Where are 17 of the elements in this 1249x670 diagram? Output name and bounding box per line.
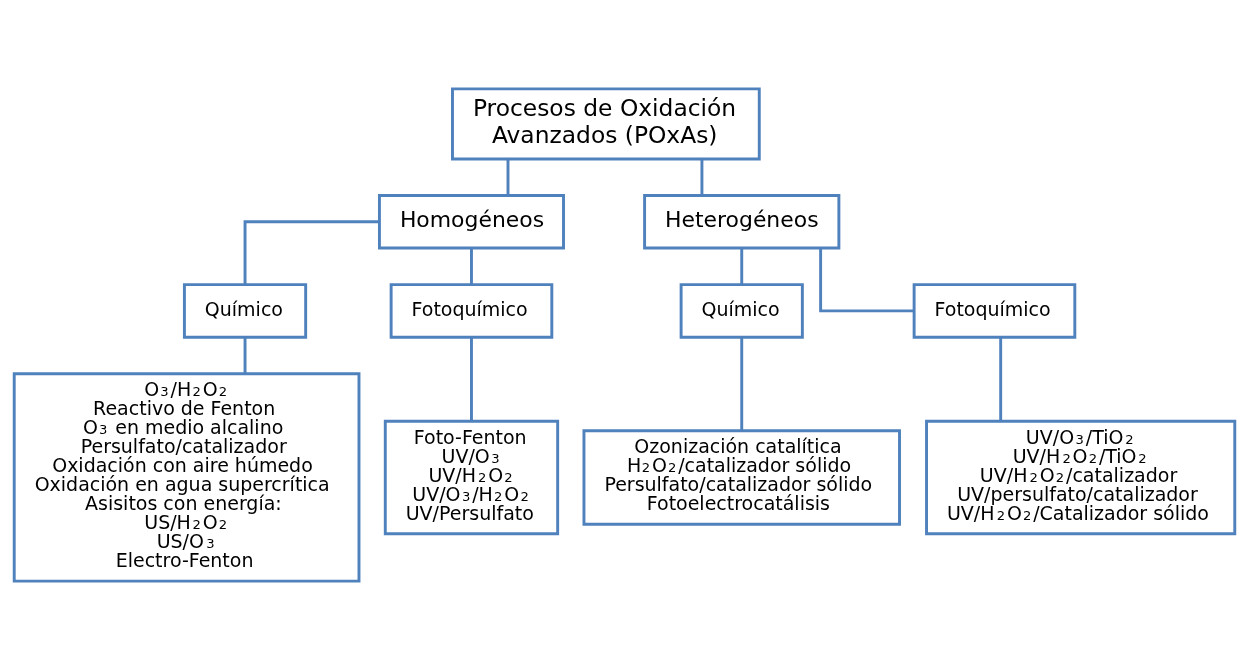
connector: [740, 248, 744, 285]
node-box: Procesos de Oxidación Avanzados (POxAs): [451, 87, 761, 161]
connector: [506, 159, 510, 196]
node-box: Homogéneos: [378, 194, 565, 250]
node-box: Heterogéneos: [643, 194, 841, 250]
connector: [243, 220, 380, 285]
connector: [243, 337, 247, 374]
connector: [740, 337, 744, 431]
node-box: Fotoquímico: [389, 283, 554, 339]
node-box: Químico: [182, 283, 308, 339]
connector: [470, 248, 473, 285]
node-box: Fotoquímico: [912, 283, 1077, 339]
connector: [819, 248, 914, 313]
node-box: Químico: [679, 283, 804, 339]
connector: [470, 337, 473, 421]
connector: [700, 159, 704, 196]
connector: [999, 337, 1003, 421]
